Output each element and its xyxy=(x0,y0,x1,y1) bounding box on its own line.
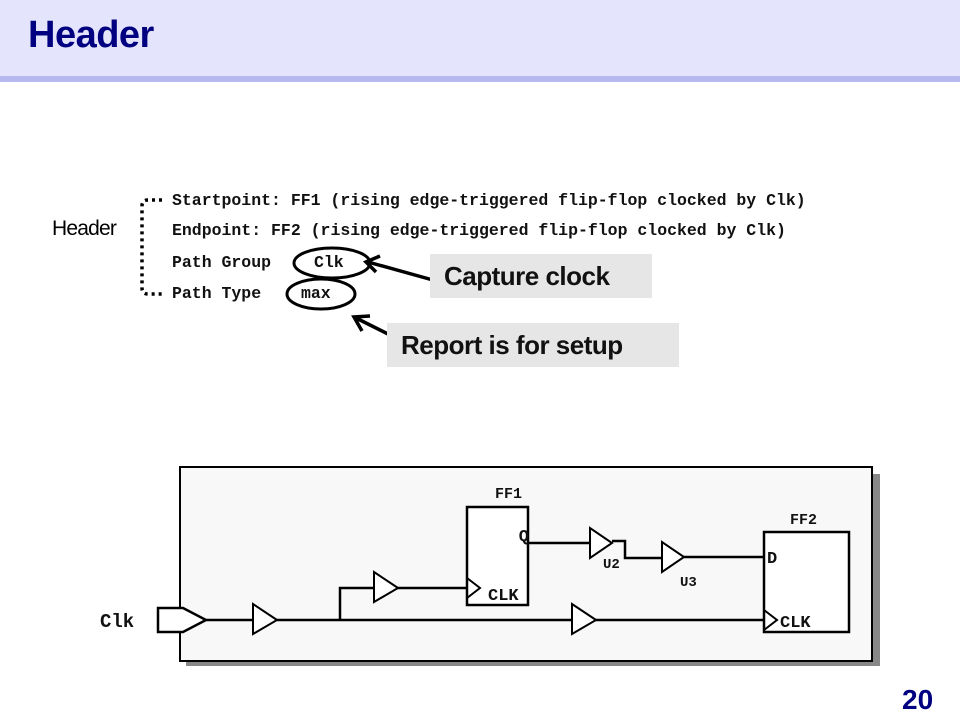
endpoint-label: Endpoint: xyxy=(172,221,262,240)
clock-buffer-ff2 xyxy=(571,602,598,636)
buffer-u2-label: U2 xyxy=(603,557,620,573)
endpoint-value: FF2 xyxy=(261,221,301,240)
report-setup-callout: Report is for setup xyxy=(387,323,679,367)
buffer-u2 xyxy=(589,526,614,560)
buffer-u3 xyxy=(661,540,686,574)
clk-port-label: Clk xyxy=(100,611,134,633)
path-type-label: Path Type xyxy=(172,284,262,303)
ff1-label: FF1 xyxy=(495,486,522,503)
startpoint-label: Startpoint: xyxy=(172,191,281,210)
report-line-startpoint: Startpoint: FF1 (rising edge-triggered f… xyxy=(172,191,806,210)
buffer-u3-label: U3 xyxy=(680,575,697,591)
ff2-clock-triangle xyxy=(763,609,779,631)
title-bar xyxy=(0,0,960,76)
startpoint-desc: (rising edge-triggered flip-flop clocked… xyxy=(320,191,806,210)
ff2-label: FF2 xyxy=(790,512,817,529)
report-line-path-type: Path Type xyxy=(172,284,261,303)
slide-title: Header xyxy=(28,14,154,56)
clock-buffer-ff1 xyxy=(373,570,400,604)
ff1-pin-clk: CLK xyxy=(488,587,519,606)
clk-input-port xyxy=(156,606,209,634)
ff2-block xyxy=(762,530,851,634)
ff1-block xyxy=(465,505,530,607)
ff2-pin-clk: CLK xyxy=(780,614,811,633)
ff1-clock-triangle xyxy=(466,577,482,599)
endpoint-desc: (rising edge-triggered flip-flop clocked… xyxy=(300,221,786,240)
clock-buffer-1 xyxy=(252,602,279,636)
page-number: 20 xyxy=(902,684,934,715)
title-rule xyxy=(0,76,960,82)
capture-clock-callout: Capture clock xyxy=(430,254,652,298)
clock-net-ff1 xyxy=(338,586,467,620)
header-bracket-label: Header xyxy=(52,217,117,240)
report-line-endpoint: Endpoint: FF2 (rising edge-triggered fli… xyxy=(172,221,786,240)
ff2-pin-d: D xyxy=(767,550,777,569)
path-group-label: Path Group xyxy=(172,253,272,272)
startpoint-value: FF1 xyxy=(280,191,321,210)
report-line-path-group: Path Group xyxy=(172,253,271,272)
ff1-pin-q: Q xyxy=(519,528,529,547)
net-u2-u3 xyxy=(612,539,662,560)
